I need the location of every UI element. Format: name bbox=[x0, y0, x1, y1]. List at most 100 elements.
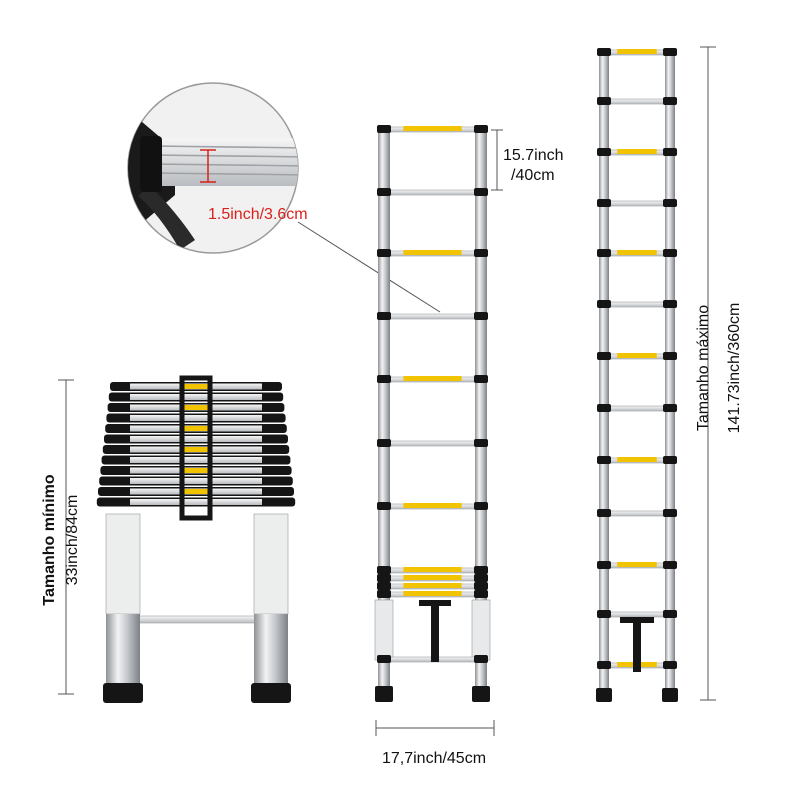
sticker-panel bbox=[471, 599, 491, 661]
step-yellow-label bbox=[617, 49, 657, 54]
rail-foot bbox=[596, 688, 612, 702]
step-end-cap bbox=[597, 509, 611, 517]
step-end-cap bbox=[474, 574, 488, 582]
sticker-panel bbox=[105, 513, 141, 615]
step-yellow-label bbox=[617, 457, 657, 462]
step-yellow-label bbox=[617, 149, 657, 154]
ladder-step bbox=[137, 615, 257, 624]
step-yellow-label bbox=[617, 353, 657, 358]
step-yellow-label bbox=[180, 468, 212, 473]
step-end-cap bbox=[663, 48, 677, 56]
step-yellow-label bbox=[403, 126, 462, 131]
step-end-cap bbox=[474, 566, 488, 574]
step-yellow-label bbox=[180, 426, 212, 431]
rail-foot bbox=[103, 683, 143, 703]
collapsed-step bbox=[130, 394, 262, 400]
step-yellow-label bbox=[180, 405, 212, 410]
step-yellow-label bbox=[403, 567, 462, 572]
max-size-value: 141.73inch/360cm bbox=[726, 303, 743, 434]
collapsed-step bbox=[130, 436, 262, 442]
ladder-step bbox=[383, 189, 482, 196]
ladder-step bbox=[603, 510, 671, 517]
step-spacing-dimension bbox=[491, 129, 503, 191]
step-end-cap bbox=[474, 375, 488, 383]
step-end-cap bbox=[663, 249, 677, 257]
step-spacing-unit: /40cm bbox=[511, 167, 555, 184]
step-end-cap bbox=[597, 561, 611, 569]
folded-ladder bbox=[96, 375, 296, 703]
step-end-cap bbox=[663, 509, 677, 517]
step-yellow-label bbox=[403, 591, 462, 596]
step-yellow-label bbox=[403, 583, 462, 588]
step-yellow-label bbox=[403, 376, 462, 381]
step-end-cap bbox=[377, 439, 391, 447]
rail-foot bbox=[472, 686, 490, 702]
sticker-panel bbox=[374, 599, 394, 661]
step-yellow-label bbox=[617, 250, 657, 255]
step-yellow-label bbox=[403, 250, 462, 255]
step-end-cap bbox=[474, 582, 488, 590]
step-spacing-value: 15.7inch bbox=[503, 147, 564, 164]
tube-size-label: 1.5inch/3.6cm bbox=[208, 206, 308, 223]
step-end-cap bbox=[663, 199, 677, 207]
step-end-cap bbox=[474, 188, 488, 196]
ladder-step bbox=[383, 313, 482, 320]
strap bbox=[179, 375, 213, 521]
step-end-cap bbox=[597, 661, 611, 669]
step-end-cap bbox=[597, 456, 611, 464]
ladder-rail bbox=[378, 128, 390, 700]
ladder-rail bbox=[254, 614, 288, 686]
ladder-rail bbox=[599, 52, 609, 700]
step-end-cap bbox=[597, 352, 611, 360]
width-value: 17,7inch/45cm bbox=[382, 750, 486, 767]
strap bbox=[633, 617, 641, 672]
step-end-cap bbox=[377, 590, 391, 598]
rail-foot bbox=[375, 686, 393, 702]
ladder-rail bbox=[475, 128, 487, 700]
collapsed-step bbox=[130, 478, 262, 484]
step-end-cap bbox=[663, 352, 677, 360]
strap-clip bbox=[620, 617, 654, 623]
ladder-rail bbox=[665, 52, 675, 700]
ladder-step bbox=[383, 440, 482, 447]
step-yellow-label bbox=[180, 384, 212, 389]
step-end-cap bbox=[377, 125, 391, 133]
step-yellow-label bbox=[180, 489, 212, 494]
step-end-cap bbox=[597, 610, 611, 618]
ladder-rail bbox=[106, 614, 140, 686]
step-end-cap bbox=[663, 561, 677, 569]
ladder-step bbox=[603, 405, 671, 412]
strap-clip bbox=[419, 600, 451, 606]
step-end-cap bbox=[474, 439, 488, 447]
step-yellow-label bbox=[617, 562, 657, 567]
step-end-cap bbox=[377, 574, 391, 582]
step-end-cap bbox=[474, 312, 488, 320]
step-end-cap bbox=[663, 148, 677, 156]
step-end-cap bbox=[377, 249, 391, 257]
rail-foot bbox=[251, 683, 291, 703]
collapsed-step bbox=[130, 415, 262, 421]
step-yellow-label bbox=[180, 447, 212, 452]
max-size-title: Tamanho máximo bbox=[695, 305, 712, 431]
fully-extended-ladder bbox=[596, 48, 678, 702]
step-end-cap bbox=[663, 97, 677, 105]
step-end-cap bbox=[597, 199, 611, 207]
step-end-cap bbox=[474, 125, 488, 133]
step-yellow-label bbox=[403, 575, 462, 580]
step-end-cap bbox=[597, 48, 611, 56]
ladder-step bbox=[603, 611, 671, 618]
step-end-cap bbox=[597, 300, 611, 308]
step-end-cap bbox=[663, 404, 677, 412]
rail-foot bbox=[662, 688, 678, 702]
step-end-cap bbox=[663, 456, 677, 464]
min-size-dimension bbox=[58, 379, 74, 695]
step-end-cap bbox=[597, 148, 611, 156]
step-end-cap bbox=[663, 661, 677, 669]
step-end-cap bbox=[377, 502, 391, 510]
step-end-cap bbox=[474, 502, 488, 510]
zoom-pointer-line bbox=[297, 221, 441, 313]
collapsed-step bbox=[130, 499, 262, 505]
step-end-cap bbox=[377, 566, 391, 574]
